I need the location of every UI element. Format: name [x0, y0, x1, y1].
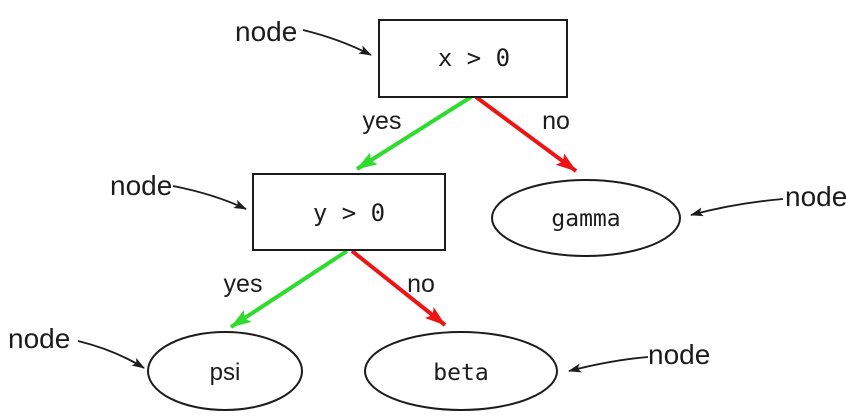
- decision-node-root: x > 0: [378, 19, 568, 98]
- annotation-root-arrow-icon: [302, 29, 372, 56]
- annotation-branch-arrow-icon: [172, 185, 247, 210]
- edge-label-branch-yes: yes: [224, 270, 263, 298]
- leaf-node-beta-label: beta: [433, 360, 488, 386]
- leaf-node-psi-label: psi: [210, 359, 241, 386]
- annotation-branch-label: node: [110, 170, 172, 201]
- decision-node-branch: y > 0: [252, 173, 446, 251]
- decision-node-root-label: x > 0: [438, 44, 510, 72]
- edge-label-root-no: no: [542, 107, 570, 135]
- edge-label-branch-no: no: [407, 270, 435, 298]
- annotation-root-label: node: [235, 16, 297, 47]
- annotation-gamma-label: node: [785, 181, 846, 212]
- annotation-beta: node: [568, 339, 710, 373]
- edge-branch-yes: [229, 249, 349, 329]
- annotation-gamma: node: [690, 181, 846, 217]
- annotation-gamma-arrow-icon: [690, 198, 784, 217]
- leaf-node-gamma-label: gamma: [551, 206, 620, 232]
- edge-branch-no: [350, 249, 447, 327]
- leaf-node-beta: beta: [364, 331, 558, 411]
- edge-label-root-yes: yes: [363, 107, 402, 135]
- annotation-psi-arrow-icon: [77, 340, 145, 369]
- edge-root-yes: [355, 95, 473, 171]
- annotation-psi: node: [8, 323, 145, 369]
- annotation-psi-label: node: [8, 323, 70, 354]
- decision-node-branch-label: y > 0: [313, 199, 385, 227]
- leaf-node-gamma: gamma: [491, 179, 681, 257]
- leaf-node-psi: psi: [147, 331, 303, 411]
- annotation-beta-label: node: [648, 339, 710, 370]
- annotation-branch: node: [110, 170, 247, 210]
- annotation-root: node: [235, 16, 372, 56]
- annotation-beta-arrow-icon: [568, 356, 649, 373]
- edge-root-no: [474, 95, 578, 173]
